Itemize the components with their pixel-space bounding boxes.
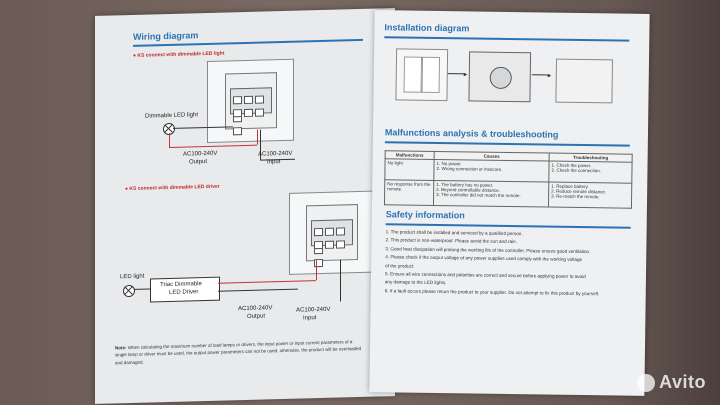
dimmer-panel-1 bbox=[207, 58, 294, 143]
wire-red-4 bbox=[218, 280, 316, 284]
installation-title: Installation diagram bbox=[384, 22, 470, 34]
output-label-1b: Output bbox=[189, 158, 208, 166]
terminal-block-bottom-2 bbox=[314, 235, 352, 272]
malfunctions-title: Malfunctions analysis & troubleshooting bbox=[384, 127, 559, 140]
row1-fix-2: 2. Check the connection. bbox=[551, 167, 602, 174]
section1-title: ● KS connect with dimmable LED light bbox=[133, 50, 225, 59]
dimmer-module-1 bbox=[230, 87, 272, 136]
input-label-1b: Input bbox=[267, 159, 281, 166]
dimmer-inner-2 bbox=[306, 204, 358, 268]
dimmer-inner-1 bbox=[225, 72, 277, 136]
troubleshooting-table: Malfunctions Causes Troubleshooting No l… bbox=[384, 150, 633, 209]
lamp-label-1: Dimmable LED light bbox=[145, 112, 199, 120]
row1-malfunction: No light bbox=[384, 158, 435, 181]
wire-red-3 bbox=[257, 129, 258, 145]
wire-red-2 bbox=[169, 144, 257, 148]
arrow-icon-2: ▸ bbox=[547, 72, 552, 80]
row2-malfunction: No response from the remote bbox=[384, 179, 434, 206]
driver-label-2: LED Driver bbox=[169, 289, 199, 296]
output-label-2a: AC100-240V bbox=[238, 305, 273, 313]
section2-title: ● KS connect with dimmable LED driver bbox=[125, 183, 220, 193]
lamp-label-2: LED light bbox=[120, 273, 145, 281]
led-driver-box: Triac Dimmable LED Driver bbox=[150, 276, 220, 303]
note-paragraph: Note: When calculating the maximum numbe… bbox=[115, 338, 363, 367]
avito-logo-icon bbox=[637, 374, 656, 393]
wire-black-4 bbox=[134, 288, 150, 290]
note-text: When calculating the maximum number of l… bbox=[115, 339, 362, 366]
wire-red-5 bbox=[316, 260, 317, 281]
note-label: Note: bbox=[115, 345, 127, 351]
switch-front-illustration bbox=[395, 48, 449, 102]
mounting-frame-illustration bbox=[468, 51, 532, 103]
dimmer-panel-2 bbox=[289, 190, 373, 275]
dimmer-module-2 bbox=[311, 219, 353, 268]
safety-title: Safety information bbox=[385, 209, 465, 221]
safety-list: 1. The product shall be installed and se… bbox=[385, 228, 636, 299]
output-label-2b: Output bbox=[247, 313, 266, 320]
row2-fix-3: 3. Re-match the remote. bbox=[551, 193, 600, 200]
arrow-icon-1: ▸ bbox=[463, 71, 468, 79]
row2-causes: 1. The battery has no power.2. Beyond co… bbox=[433, 180, 549, 208]
row1-fixes: 1. Check the power.2. Check the connecti… bbox=[548, 161, 633, 184]
row2-fixes: 1. Replace battery.2. Reduce remote dist… bbox=[548, 182, 632, 209]
wire-black-5 bbox=[218, 288, 298, 292]
installation-underline bbox=[384, 36, 630, 42]
wiring-diagram-title: Wiring diagram bbox=[133, 30, 199, 42]
input-label-1a: AC100-240V bbox=[258, 150, 293, 158]
watermark-text: Avito bbox=[659, 372, 706, 392]
input-label-2a: AC100-240V bbox=[296, 306, 331, 314]
wall-box-illustration bbox=[555, 58, 614, 104]
output-label-1a: AC100-240V bbox=[183, 150, 218, 158]
right-manual-page: Installation diagram ▸ ▸ Malfunctions an… bbox=[369, 10, 650, 396]
row1-causes: 1. No power.2. Wrong connection or insec… bbox=[433, 159, 550, 183]
terminal-block-bottom-1 bbox=[233, 103, 271, 140]
led-lamp-icon-2 bbox=[123, 284, 135, 298]
table-row: No response from the remote 1. The batte… bbox=[384, 179, 632, 209]
left-manual-page: Wiring diagram ● KS connect with dimmabl… bbox=[95, 8, 395, 404]
driver-label-1: Triac Dimmable bbox=[160, 281, 202, 289]
row2-cause-3: 3. The controller did not match the remo… bbox=[436, 191, 521, 199]
wire-black-6 bbox=[340, 259, 341, 302]
wire-red-1 bbox=[169, 132, 170, 147]
row1-cause-2: 2. Wrong connection or insecure. bbox=[436, 165, 503, 172]
avito-watermark: Avito bbox=[637, 372, 706, 393]
input-label-2b: Input bbox=[303, 315, 317, 322]
malfunctions-underline bbox=[384, 141, 630, 147]
